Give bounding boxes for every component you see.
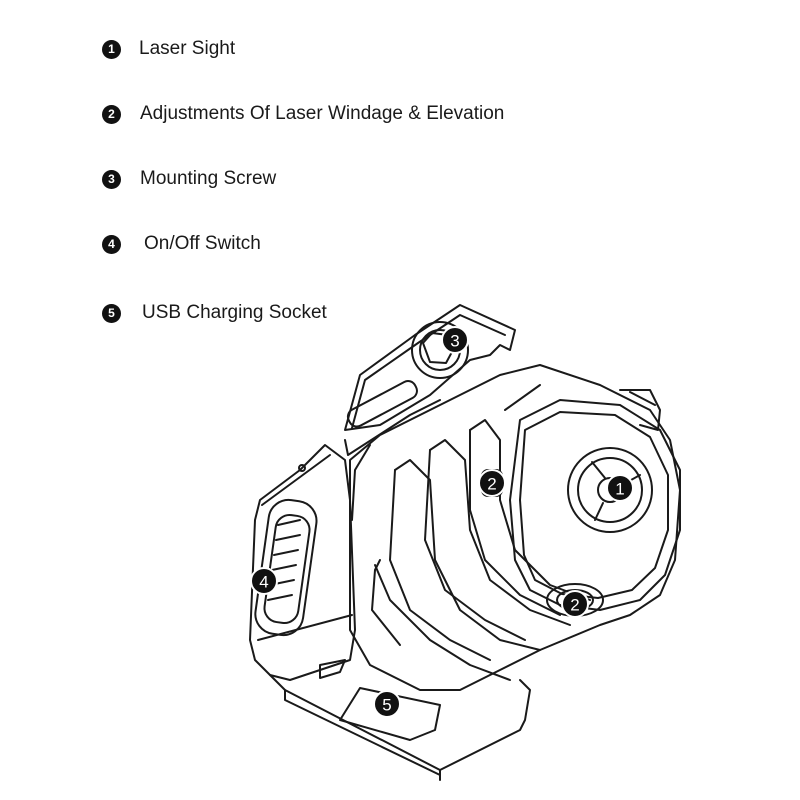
on-off-switch-part <box>254 498 318 637</box>
callout-on-off-switch: 4 <box>250 567 278 595</box>
base-plate <box>269 659 531 781</box>
legend-label: USB Charging Socket <box>142 302 327 323</box>
callout-label: 5 <box>382 696 391 715</box>
callout-laser-sight: 1 <box>606 474 634 502</box>
legend-label: Mounting Screw <box>140 168 277 189</box>
side-housing <box>249 444 356 681</box>
legend-label: Laser Sight <box>139 38 236 59</box>
callout-windage-adjust: 2 <box>478 469 506 497</box>
legend-number-badge: 3 <box>102 169 121 189</box>
legend-item-on-off-switch: 4 On/Off Switch <box>102 229 261 259</box>
legend-item-laser-sight: 1 Laser Sight <box>102 34 235 64</box>
legend-item-usb-socket: 5 USB Charging Socket <box>102 298 327 328</box>
callout-usb-socket: 5 <box>373 690 401 718</box>
finned-body <box>349 364 681 691</box>
legend-number-badge: 2 <box>102 104 121 124</box>
legend-number-badge: 5 <box>102 303 121 323</box>
legend-item-mounting-screw: 3 Mounting Screw <box>102 164 276 194</box>
callout-label: 2 <box>570 596 579 615</box>
callout-label: 2 <box>487 475 496 494</box>
callout-label: 3 <box>450 332 459 351</box>
callout-label: 4 <box>259 573 268 592</box>
legend-label: Adjustments Of Laser Windage & Elevation <box>140 103 505 124</box>
callout-mounting-screw: 3 <box>441 326 469 354</box>
rail-clamp <box>344 304 516 456</box>
callout-label: 1 <box>615 480 624 499</box>
callout-elevation-adjust: 2 <box>561 590 589 618</box>
legend-number-badge: 1 <box>102 39 121 59</box>
legend-number-badge: 4 <box>102 234 121 254</box>
rear-clamp <box>619 389 661 431</box>
parts-legend: 1 Laser Sight 2 Adjustments Of Laser Win… <box>0 0 800 340</box>
legend-item-adjustments: 2 Adjustments Of Laser Windage & Elevati… <box>102 99 504 129</box>
laser-head <box>509 399 681 617</box>
legend-label: On/Off Switch <box>144 233 261 254</box>
